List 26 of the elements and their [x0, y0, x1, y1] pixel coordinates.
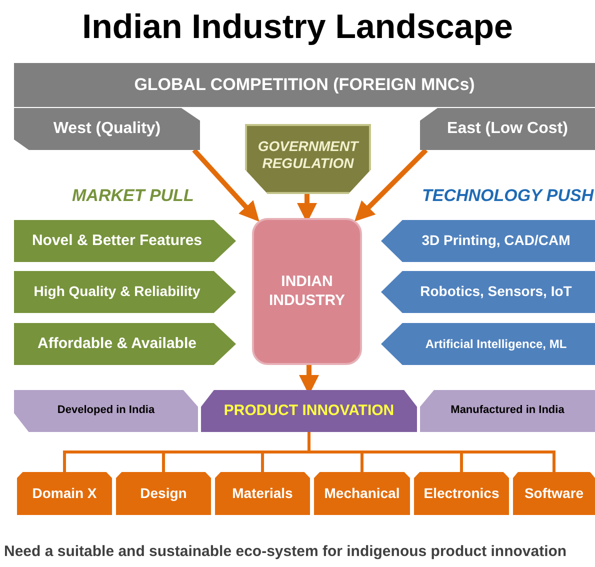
- category-box: Design: [116, 472, 211, 515]
- label-box: Manufactured in India: [420, 390, 595, 432]
- arrow: [354, 148, 428, 222]
- category-box: Materials: [215, 472, 310, 515]
- arrow: [192, 148, 260, 222]
- caption: Need a suitable and sustainable eco-system for indigenous product innovation: [4, 542, 568, 562]
- banner: PRODUCT INNOVATION: [201, 390, 417, 432]
- chevron-box: Artificial Intelligence, ML: [381, 323, 595, 365]
- chevron-box: Novel & Better Features: [14, 220, 236, 262]
- regulation-box: GOVERNMENT REGULATION: [245, 124, 371, 194]
- center-box: INDIAN INDUSTRY: [252, 218, 362, 365]
- category-box: Domain X: [17, 472, 112, 515]
- label-box: Developed in India: [14, 390, 198, 432]
- chevron-box: High Quality & Reliability: [14, 271, 236, 313]
- category-box: Software: [513, 472, 595, 515]
- category-box: Mechanical: [314, 472, 410, 515]
- label-box: West (Quality): [14, 108, 200, 150]
- section-heading: MARKET PULL: [72, 185, 194, 207]
- chevron-box: 3D Printing, CAD/CAM: [381, 220, 595, 262]
- banner: GLOBAL COMPETITION (FOREIGN MNCs): [14, 63, 595, 107]
- category-box: Electronics: [414, 472, 509, 515]
- title: Indian Industry Landscape: [81, 7, 514, 48]
- chevron-box: Affordable & Available: [14, 323, 236, 365]
- chevron-box: Robotics, Sensors, IoT: [381, 271, 595, 313]
- label-box: East (Low Cost): [420, 108, 595, 150]
- section-heading: TECHNOLOGY PUSH: [422, 185, 594, 207]
